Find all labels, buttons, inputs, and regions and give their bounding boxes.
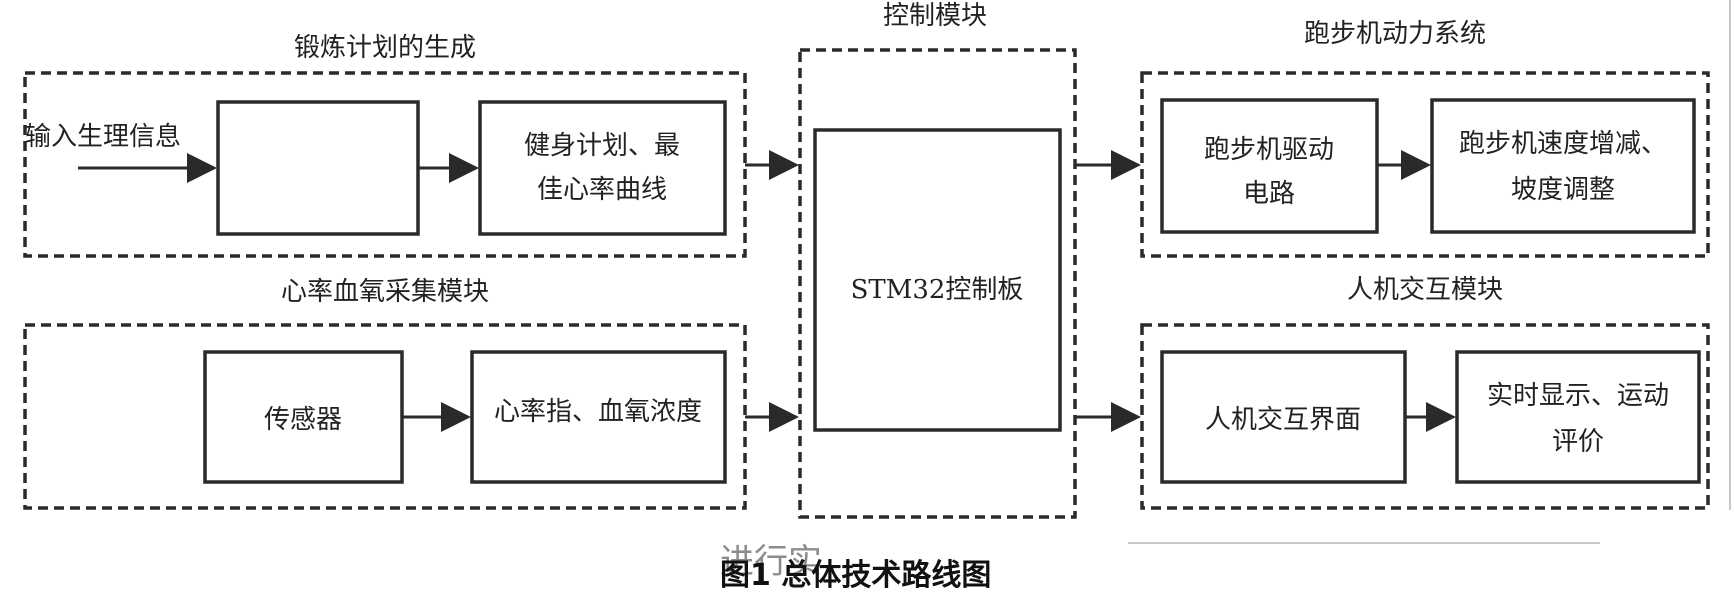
plan-blank-box bbox=[216, 100, 420, 236]
group-plan-title: 锻炼计划的生成 bbox=[294, 33, 476, 63]
sensor-output-box bbox=[470, 350, 727, 484]
speed-adjust-line-2: 坡度调整 bbox=[1511, 175, 1615, 205]
hmi-output-line-1: 实时显示、运动 bbox=[1487, 381, 1669, 411]
hmi-output-line-2: 评价 bbox=[1552, 427, 1604, 457]
group-sensor-frame bbox=[23, 323, 747, 510]
group-sensor-title: 心率血氧采集模块 bbox=[281, 277, 489, 307]
figure-caption: 图1 总体技术路线图 bbox=[720, 558, 991, 593]
speed-adjust-box bbox=[1430, 98, 1696, 234]
group-treadmill-title: 跑步机动力系统 bbox=[1304, 19, 1486, 49]
group-treadmill-frame bbox=[1140, 71, 1710, 258]
hmi-interface-label: 人机交互界面 bbox=[1205, 405, 1361, 435]
group-control-title: 控制模块 bbox=[883, 1, 987, 31]
group-hmi-frame bbox=[1140, 323, 1710, 510]
plan-output-line-1: 健身计划、最 bbox=[524, 131, 680, 161]
group-control-frame bbox=[798, 48, 1077, 519]
speed-adjust-line-1: 跑步机速度增减、 bbox=[1459, 129, 1667, 159]
stm32-box bbox=[813, 128, 1062, 432]
drive-circuit-box bbox=[1160, 98, 1379, 234]
hmi-output-box bbox=[1455, 350, 1701, 484]
input-label: 输入生理信息 bbox=[25, 122, 181, 152]
plan-output-line-2: 佳心率曲线 bbox=[537, 175, 667, 205]
hmi-interface-box bbox=[1160, 350, 1407, 484]
sensor-output-label: 心率指、血氧浓度 bbox=[494, 397, 702, 427]
sensor-label: 传感器 bbox=[264, 405, 342, 435]
plan-output-box bbox=[478, 100, 727, 236]
caption-overlay-text: 进行实 bbox=[720, 542, 822, 582]
group-hmi-title: 人机交互模块 bbox=[1347, 275, 1503, 305]
group-plan-frame bbox=[23, 71, 747, 258]
drive-circuit-line-2: 电路 bbox=[1243, 179, 1295, 209]
stm32-label: STM32控制板 bbox=[851, 275, 1024, 305]
drive-circuit-line-1: 跑步机驱动 bbox=[1204, 135, 1334, 165]
